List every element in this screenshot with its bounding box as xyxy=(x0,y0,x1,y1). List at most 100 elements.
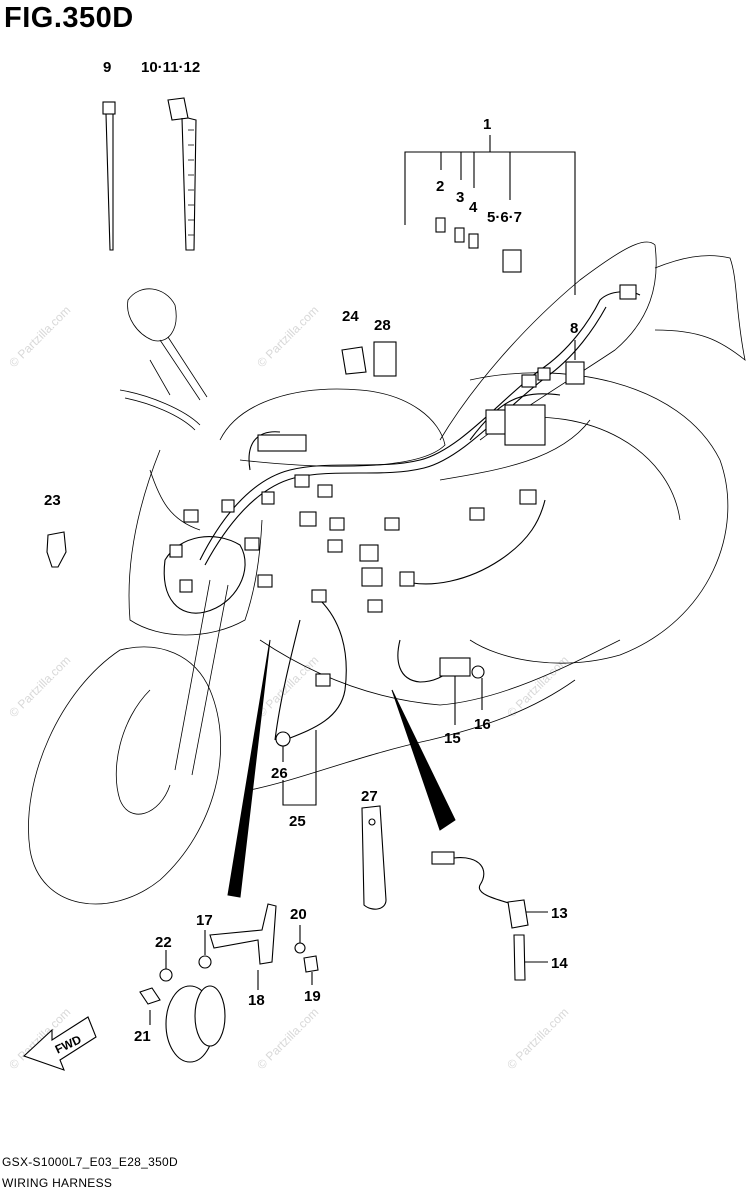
callout-15: 15 xyxy=(444,730,461,747)
figure-title: FIG.350D xyxy=(4,2,134,34)
connector xyxy=(244,537,260,551)
connector xyxy=(521,374,537,388)
callout-20: 20 xyxy=(290,906,307,923)
callout-8: 8 xyxy=(570,320,578,337)
callout-28: 28 xyxy=(374,317,391,334)
callout-25: 25 xyxy=(289,813,306,830)
seat-tail xyxy=(439,241,657,441)
callout-17: 17 xyxy=(196,912,213,929)
sensor-leaders xyxy=(525,911,548,963)
cable-tie-10-teeth xyxy=(188,129,194,236)
connector xyxy=(384,517,400,531)
horn-face xyxy=(194,985,226,1047)
model-code: GSX-S1000L7_E03_E28_350D xyxy=(2,1155,178,1169)
sensor-13 xyxy=(507,899,529,929)
callout-10-11-12: 10·11·12 xyxy=(141,59,200,76)
callouts: 1 2 3 4 5·6·7 8 9 10·11·12 13 14 15 16 1… xyxy=(44,59,578,1045)
harness-front-branch xyxy=(248,431,281,471)
motorcycle-outline xyxy=(28,241,746,905)
bracket-27-shape xyxy=(361,805,387,910)
label-28 xyxy=(373,341,397,377)
horn-leaders xyxy=(149,925,313,1025)
callout-3: 3 xyxy=(456,189,464,206)
harness-main-trunk-2 xyxy=(204,306,607,566)
mirror-stem xyxy=(159,336,208,401)
callout-9: 9 xyxy=(103,59,111,76)
cable-tie-9-strap xyxy=(105,113,114,251)
washer-17 xyxy=(198,955,212,969)
callout-18: 18 xyxy=(248,992,265,1009)
callout-24: 24 xyxy=(342,308,359,325)
connector xyxy=(299,511,317,527)
fuse-3 xyxy=(454,227,465,243)
watermark: © Partzilla.com xyxy=(254,1005,321,1072)
connector xyxy=(367,599,383,613)
fuse-leaders xyxy=(440,152,511,200)
sensor-leaders xyxy=(454,676,483,725)
rear-fender xyxy=(654,255,746,361)
harness-right-branch xyxy=(399,499,546,585)
bolt-21 xyxy=(139,987,161,1005)
fuse-4 xyxy=(468,233,479,249)
watermark: © Partzilla.com xyxy=(254,303,321,370)
horn-bracket-18 xyxy=(209,903,277,965)
fuse-bracket xyxy=(404,135,576,295)
connector xyxy=(359,544,379,562)
connector xyxy=(261,491,275,505)
leader-arrow xyxy=(227,639,271,898)
sensor-cable xyxy=(453,857,516,906)
seat-line xyxy=(439,419,591,481)
connector xyxy=(169,544,183,558)
callout-22: 22 xyxy=(155,934,172,951)
rear-wheel xyxy=(469,372,729,664)
callout-27: 27 xyxy=(361,788,378,805)
watermark: © Partzilla.com xyxy=(6,303,73,370)
sensor-plug xyxy=(431,851,455,865)
fuel-tank xyxy=(219,388,446,467)
callout-4: 4 xyxy=(469,199,478,216)
horn-assembly xyxy=(139,903,319,1063)
bracket-27-hole xyxy=(368,818,376,826)
cable-tie-9-head xyxy=(102,101,116,115)
connector xyxy=(315,673,331,687)
connector xyxy=(294,474,310,488)
sensor-assembly xyxy=(439,657,485,725)
relay-box xyxy=(504,404,546,446)
cable-tie-10-strap xyxy=(181,117,197,251)
connector xyxy=(327,539,343,553)
callout-5-6-7: 5·6·7 xyxy=(487,209,522,226)
connector xyxy=(183,509,199,523)
fuse-2 xyxy=(435,217,446,233)
connector xyxy=(519,489,537,505)
sensor-15 xyxy=(439,657,471,677)
grommet-24 xyxy=(341,346,367,375)
connector xyxy=(399,571,415,587)
ground-leaders xyxy=(282,730,317,806)
figure-caption: WIRING HARNESS xyxy=(2,1176,113,1190)
handlebar xyxy=(119,359,201,431)
front-wheel-inner xyxy=(115,689,171,815)
watermark: © Partzilla.com xyxy=(6,653,73,720)
connector xyxy=(361,567,383,587)
callout-26: 26 xyxy=(271,765,288,782)
connector xyxy=(221,499,235,513)
connector xyxy=(311,589,327,603)
connector xyxy=(619,284,637,300)
fuses-relay xyxy=(404,135,576,360)
headlight xyxy=(149,469,201,531)
callout-14: 14 xyxy=(551,955,568,972)
harness-left-loop xyxy=(163,536,246,614)
connector xyxy=(469,507,485,521)
watermark: © Partzilla.com xyxy=(504,1005,571,1072)
harness-down-branch xyxy=(274,619,301,741)
cable-tie-10-head xyxy=(167,97,189,121)
wiring-harness xyxy=(163,284,641,741)
bracket-27 xyxy=(361,805,387,910)
bracket xyxy=(565,361,585,385)
callout-19: 19 xyxy=(304,988,321,1005)
bolt-16 xyxy=(471,665,485,679)
small-parts xyxy=(46,341,397,568)
lower-fairing xyxy=(259,639,621,706)
callout-21: 21 xyxy=(134,1028,151,1045)
